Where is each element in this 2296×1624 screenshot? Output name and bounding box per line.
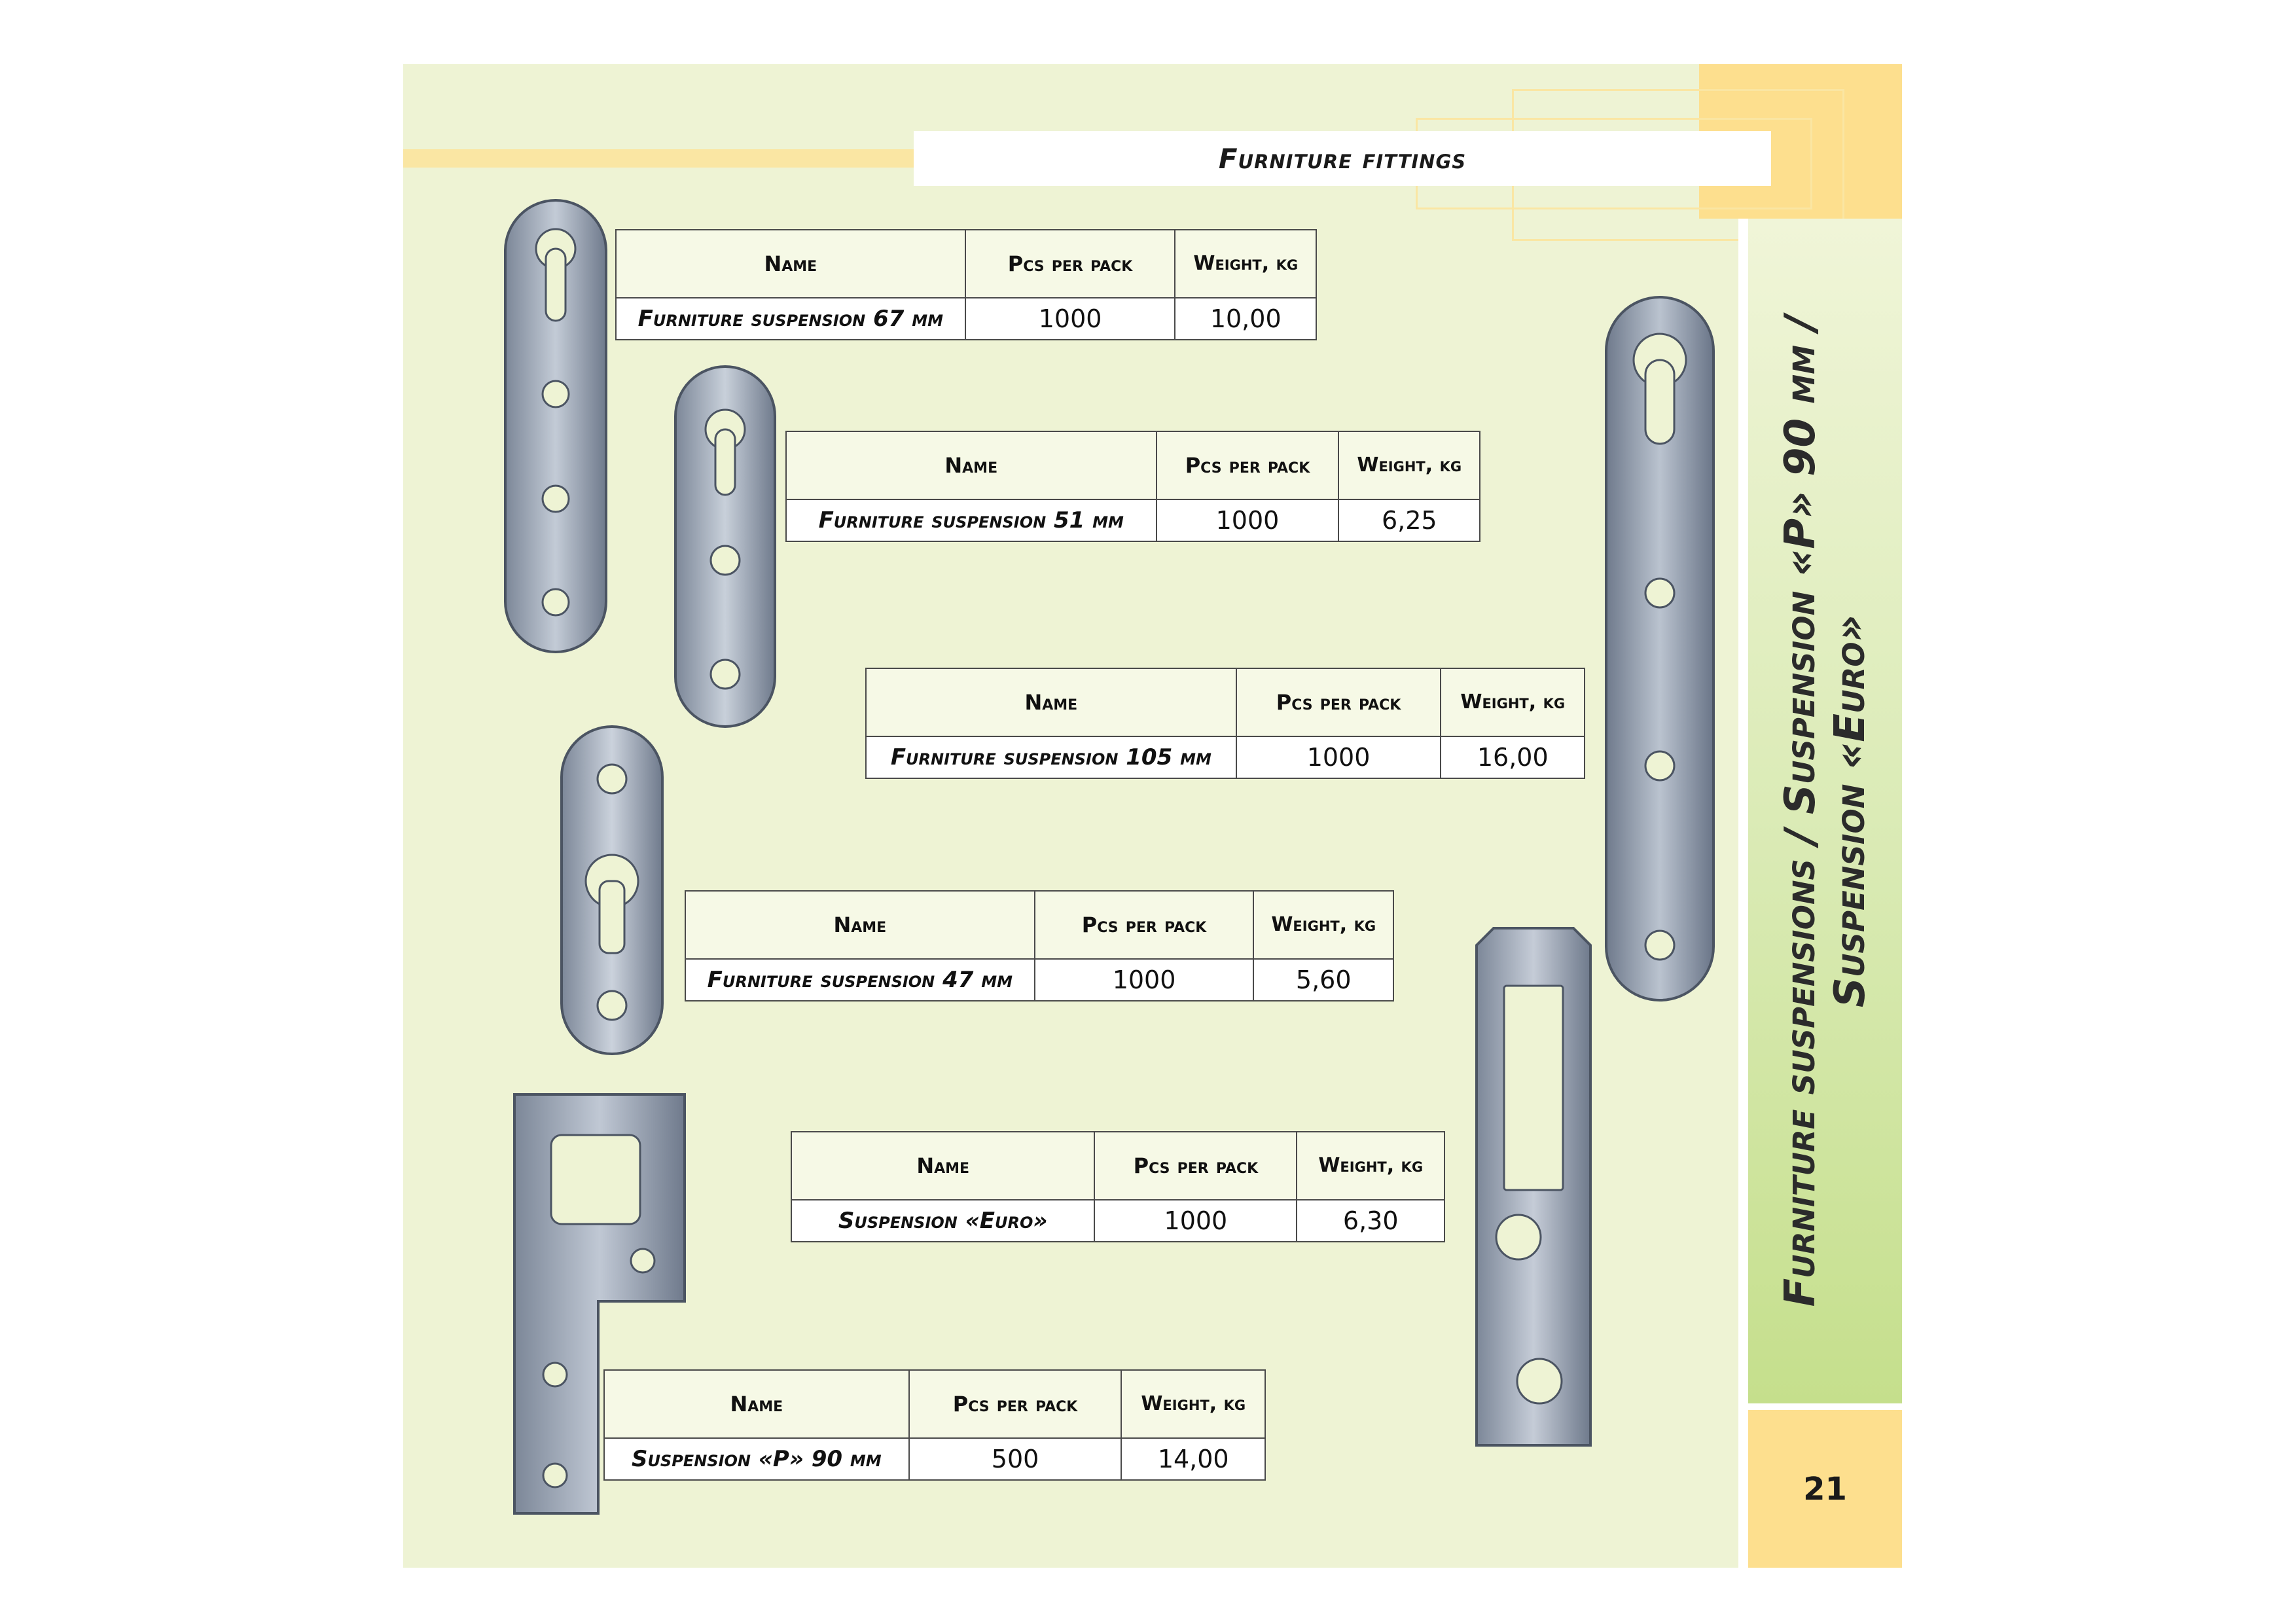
side-title-band: Furniture suspensions / Suspension «P» 9… bbox=[1748, 219, 1902, 1403]
table-row: Furniture suspension 67 mm 1000 10,00 bbox=[615, 297, 1317, 340]
suspension-euro-image bbox=[1475, 927, 1592, 1447]
page-title: Furniture fittings bbox=[1218, 142, 1467, 175]
column-header-weight: Weight, kg bbox=[1440, 668, 1585, 737]
product-name: Suspension «Euro» bbox=[790, 1199, 1096, 1242]
spec-table-51mm: Name Pcs per pack Weight, kg Furniture s… bbox=[785, 431, 1480, 542]
column-header-pcs: Pcs per pack bbox=[908, 1369, 1122, 1439]
table-header-row: Name Pcs per pack Weight, kg bbox=[865, 668, 1585, 737]
column-header-name: Name bbox=[790, 1131, 1096, 1200]
suspension-105mm-image bbox=[1605, 296, 1715, 1001]
table-row: Furniture suspension 47 mm 1000 5,60 bbox=[685, 958, 1394, 1001]
column-header-name: Name bbox=[603, 1369, 910, 1439]
table-header-row: Name Pcs per pack Weight, kg bbox=[790, 1131, 1445, 1200]
weight-kg: 6,30 bbox=[1296, 1199, 1445, 1242]
pcs-per-pack: 1000 bbox=[964, 297, 1176, 340]
spec-table-47mm: Name Pcs per pack Weight, kg Furniture s… bbox=[685, 890, 1394, 1001]
pcs-per-pack: 500 bbox=[908, 1437, 1122, 1481]
table-row: Suspension «Euro» 1000 6,30 bbox=[790, 1199, 1445, 1242]
column-header-pcs: Pcs per pack bbox=[1155, 431, 1340, 500]
column-header-pcs: Pcs per pack bbox=[1235, 668, 1442, 737]
product-name: Furniture suspension 51 mm bbox=[785, 499, 1157, 542]
column-header-name: Name bbox=[865, 668, 1237, 737]
weight-kg: 14,00 bbox=[1121, 1437, 1266, 1481]
column-header-name: Name bbox=[685, 890, 1035, 960]
spec-table-euro: Name Pcs per pack Weight, kg Suspension … bbox=[790, 1131, 1445, 1242]
pcs-per-pack: 1000 bbox=[1155, 499, 1340, 542]
weight-kg: 5,60 bbox=[1253, 958, 1394, 1001]
spec-table-67mm: Name Pcs per pack Weight, kg Furniture s… bbox=[615, 229, 1317, 340]
catalog-page: Furniture fittings Furniture suspensions… bbox=[403, 64, 1902, 1568]
pcs-per-pack: 1000 bbox=[1094, 1199, 1298, 1242]
column-header-weight: Weight, kg bbox=[1253, 890, 1394, 960]
pcs-per-pack: 1000 bbox=[1235, 736, 1442, 779]
column-header-weight: Weight, kg bbox=[1174, 229, 1317, 298]
table-row: Furniture suspension 105 mm 1000 16,00 bbox=[865, 736, 1585, 779]
table-header-row: Name Pcs per pack Weight, kg bbox=[615, 229, 1317, 298]
product-name: Furniture suspension 67 mm bbox=[615, 297, 966, 340]
column-header-pcs: Pcs per pack bbox=[1033, 890, 1255, 960]
divider bbox=[1738, 219, 1748, 1568]
column-header-pcs: Pcs per pack bbox=[1094, 1131, 1298, 1200]
column-header-weight: Weight, kg bbox=[1121, 1369, 1266, 1439]
column-header-pcs: Pcs per pack bbox=[964, 229, 1176, 298]
header-title-box: Furniture fittings bbox=[914, 131, 1771, 186]
side-title-line: Furniture suspensions / Suspension «P» 9… bbox=[1776, 315, 1825, 1307]
divider bbox=[1748, 1403, 1902, 1410]
table-row: Furniture suspension 51 mm 1000 6,25 bbox=[785, 499, 1480, 542]
side-title-line: Suspension «Euro» bbox=[1825, 614, 1874, 1008]
product-name: Furniture suspension 105 mm bbox=[865, 736, 1237, 779]
column-header-weight: Weight, kg bbox=[1338, 431, 1480, 500]
table-header-row: Name Pcs per pack Weight, kg bbox=[785, 431, 1480, 500]
page-number-box: 21 bbox=[1748, 1410, 1902, 1568]
column-header-name: Name bbox=[615, 229, 966, 298]
suspension-67mm-image bbox=[504, 199, 607, 653]
weight-kg: 10,00 bbox=[1174, 297, 1317, 340]
spec-table-p-90mm: Name Pcs per pack Weight, kg Suspension … bbox=[603, 1369, 1266, 1481]
page-number: 21 bbox=[1803, 1470, 1847, 1507]
pcs-per-pack: 1000 bbox=[1033, 958, 1255, 1001]
side-title: Furniture suspensions / Suspension «P» 9… bbox=[1776, 235, 1875, 1387]
product-name: Suspension «P» 90 mm bbox=[603, 1437, 910, 1481]
weight-kg: 16,00 bbox=[1440, 736, 1585, 779]
table-header-row: Name Pcs per pack Weight, kg bbox=[603, 1369, 1266, 1439]
column-header-weight: Weight, kg bbox=[1296, 1131, 1445, 1200]
suspension-p-90mm-image bbox=[513, 1093, 686, 1515]
weight-kg: 6,25 bbox=[1338, 499, 1480, 542]
table-header-row: Name Pcs per pack Weight, kg bbox=[685, 890, 1394, 960]
suspension-51mm-image bbox=[674, 365, 776, 728]
column-header-name: Name bbox=[785, 431, 1157, 500]
spec-table-105mm: Name Pcs per pack Weight, kg Furniture s… bbox=[865, 668, 1585, 779]
suspension-47mm-image bbox=[560, 725, 664, 1055]
header-accent-band bbox=[403, 149, 927, 168]
product-name: Furniture suspension 47 mm bbox=[685, 958, 1035, 1001]
table-row: Suspension «P» 90 mm 500 14,00 bbox=[603, 1437, 1266, 1481]
